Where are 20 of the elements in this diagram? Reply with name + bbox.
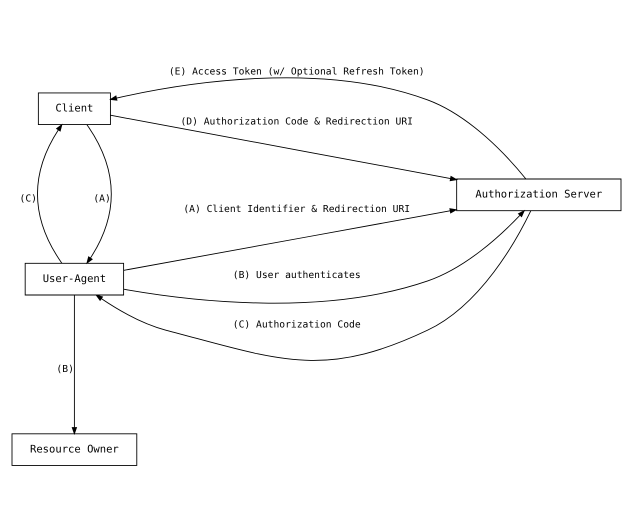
- arrow: [95, 210, 532, 361]
- edge-label: (E) Access Token (w/ Optional Refresh Token): [168, 66, 425, 78]
- edge-label: (B): [56, 364, 74, 376]
- edge-label: (C) Authorization Code: [232, 319, 361, 330]
- node-box: Resource Owner: [12, 433, 138, 466]
- arrow: [37, 124, 63, 264]
- arrow: [109, 77, 526, 180]
- edge-label: (A): [93, 194, 111, 205]
- arrow: [123, 210, 526, 304]
- edge-label: (C): [20, 194, 37, 205]
- arrow: [72, 294, 78, 436]
- arrow: [86, 124, 112, 264]
- edge-label: (D) Authorization Code & Redirection URI: [180, 116, 413, 128]
- node-box: Authorization Server: [456, 178, 622, 212]
- edge-label: (A) Client Identifier & Redirection URI: [183, 204, 410, 216]
- arrow: [123, 208, 458, 271]
- arrow: [110, 114, 458, 182]
- node-box: User-Agent: [24, 262, 124, 296]
- node-box: Client: [38, 92, 111, 125]
- edge-label: (B) User authenticates: [232, 270, 361, 282]
